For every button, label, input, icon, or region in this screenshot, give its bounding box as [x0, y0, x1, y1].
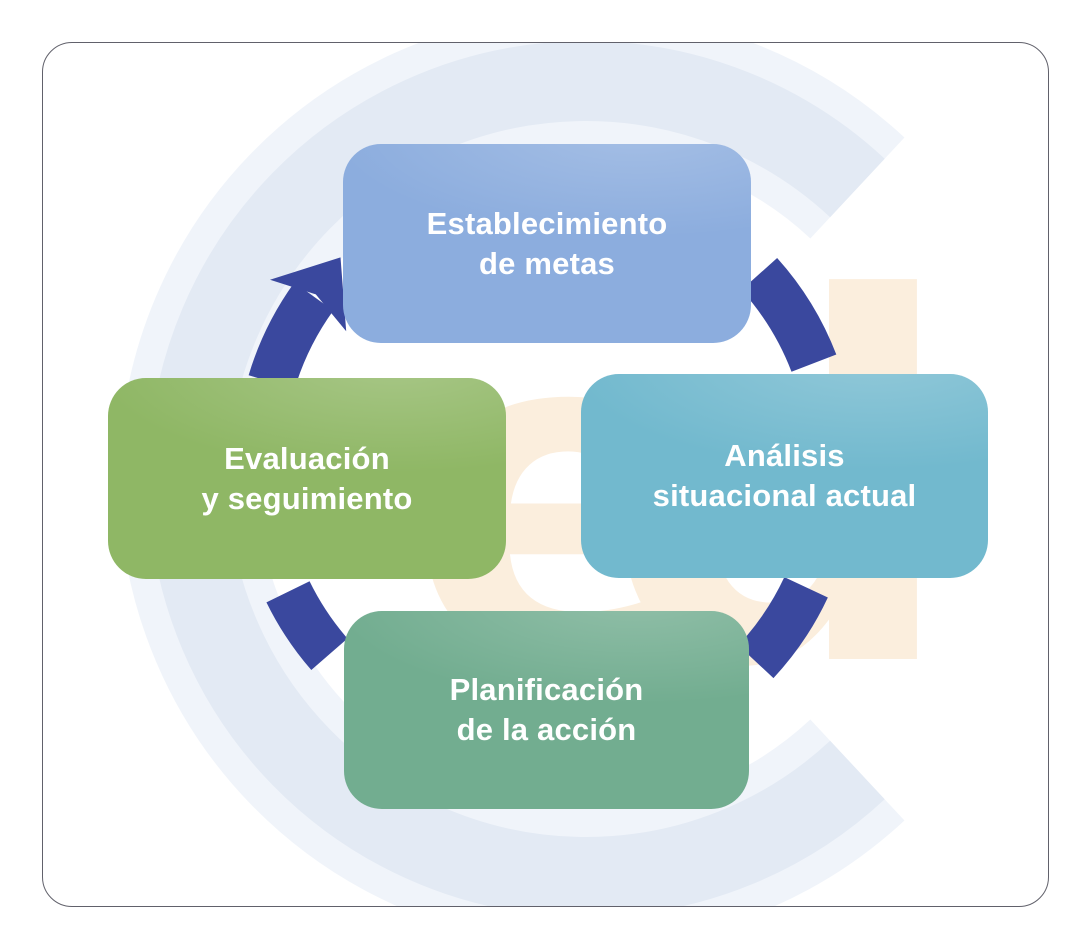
step-box-planificacion-de-la-accion: Planificación de la acción: [344, 611, 749, 809]
step-box-establecimiento-de-metas: Establecimiento de metas: [343, 144, 751, 343]
cycle-arrow-head-icon: [270, 257, 347, 332]
step-label-line: Planificación: [449, 672, 644, 707]
cycle-arc-bottom-left: [266, 580, 348, 671]
step-label-line: Evaluación: [224, 440, 390, 476]
cycle-arrow-ring: [248, 257, 837, 679]
step-label-line: Análisis: [724, 438, 845, 473]
step-label-line: y seguimiento: [201, 480, 413, 516]
step-label-line: situacional actual: [652, 478, 917, 513]
cycle-arc-bottom-right: [738, 576, 828, 679]
step-label-line: Establecimiento: [426, 205, 668, 241]
cycle-arc-top-left: [248, 282, 334, 390]
step-box-analisis-situacional-actual: Análisis situacional actual: [581, 374, 988, 578]
cycle-arc-top-right: [741, 257, 837, 373]
diagram-card: e d Establecimiento de metas Análisis si…: [42, 42, 1049, 907]
step-box-evaluacion-y-seguimiento: Evaluación y seguimiento: [108, 378, 506, 579]
step-label-line: de metas: [479, 245, 615, 281]
step-label-line: de la acción: [456, 712, 637, 747]
